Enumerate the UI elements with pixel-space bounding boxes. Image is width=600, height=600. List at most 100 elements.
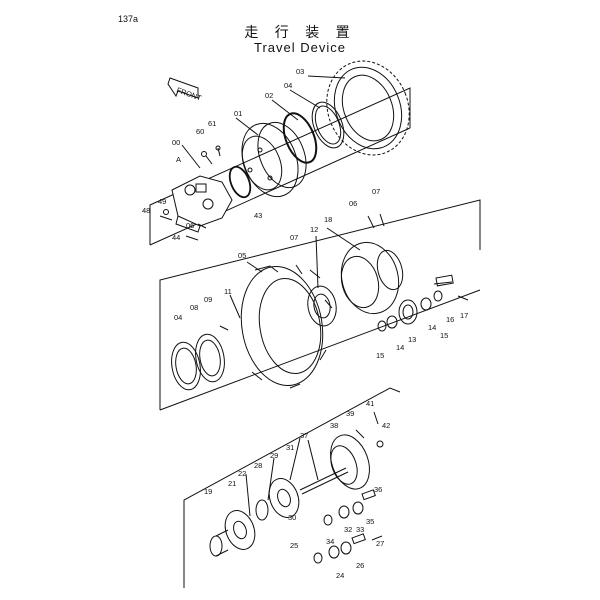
callout: 43 [254,211,262,220]
callout: 31 [286,443,294,452]
pin-26 [351,533,366,545]
callout: 48 [142,206,150,215]
pin-36 [361,489,376,501]
bolt-44 [185,235,199,241]
bearing-14b [420,297,432,311]
gear-28 [255,499,269,521]
bearing-14 [386,315,398,329]
callout: 61 [208,119,216,128]
callout: 33 [356,525,364,534]
planet-gear-13 [398,299,418,325]
group2-frame [159,199,481,410]
bolt-07 [295,264,303,275]
bolt-06 [367,215,375,229]
callout: 60 [196,127,204,136]
title-english: Travel Device [254,40,346,55]
callout: 22 [238,469,246,478]
callout: 17 [460,311,468,320]
callout: 36 [374,485,382,494]
bolt-09 [219,325,229,331]
washer-34 [323,514,333,526]
callout: 41 [366,399,374,408]
seal-ring-04 [311,101,345,149]
floating-seal-04 [171,341,201,391]
callout: 06 [186,221,194,230]
callout: 38 [330,421,338,430]
travel-motor-00 [171,175,233,233]
callout: 37 [300,431,308,440]
assembly-group-3 [183,387,401,588]
callout: 06 [349,199,357,208]
gear-33 [352,501,364,515]
callout: 27 [376,539,384,548]
callout: 00 [172,138,180,147]
group1-callouts: 03 04 02 01 61 60 00 A 49 48 43 06 44 [142,67,304,242]
callout: 07 [290,233,298,242]
group1-frame [149,87,411,245]
callout: 26 [356,561,364,570]
callout: 12 [310,225,318,234]
callout: 13 [408,335,416,344]
callout: 15 [440,331,448,340]
callout: 01 [234,109,242,118]
gear-12 [307,285,337,327]
callout: 09 [204,295,212,304]
bolt-41 [373,411,379,425]
gear-26 [340,541,352,555]
callout: 07 [372,187,380,196]
callout: 24 [336,571,344,580]
assembly-group-1: FRONT [149,60,411,246]
callout: 34 [326,537,334,546]
housing-01 [241,121,307,198]
callout: 44 [172,233,180,242]
front-arrow: FRONT [167,77,203,103]
sun-gear-19 [209,529,229,557]
callout: 03 [296,67,304,76]
callout: 04 [284,81,292,90]
washer-15 [377,320,387,332]
washer-25 [313,552,323,564]
callout: 25 [290,541,298,550]
callout: 30 [288,513,296,522]
bearing-24 [328,545,340,559]
callout: 15 [376,351,384,360]
title-native: 走 行 装 置 [244,25,356,41]
callout: 19 [204,487,212,496]
callout: 11 [224,287,232,296]
group2-frame-bottom [159,289,481,411]
washer-61 [217,147,221,157]
page-number: 137a [118,14,139,24]
carrier-29 [268,478,300,518]
callout: 42 [382,421,390,430]
callout: 16 [446,315,454,324]
bolt-48 [159,215,173,221]
callout: 28 [254,461,262,470]
callout: 29 [270,451,278,460]
bolt-07b [379,213,385,227]
bolt-39 [355,429,365,439]
pin-27 [371,535,383,541]
callout: 14 [428,323,436,332]
assembly-group-2 [159,199,481,411]
bolt-60 [205,155,213,165]
callout: 32 [344,525,352,534]
group3-frame [183,387,401,588]
carrier-21 [224,510,256,550]
callout: 08 [190,303,198,312]
callout: 35 [366,517,374,526]
callout: 04 [174,313,182,322]
pin-17 [457,295,469,301]
washer-15b [433,290,443,302]
washer-49 [163,209,169,215]
shaft-37 [299,467,347,491]
group3-callouts: 41 39 42 38 37 31 29 28 22 21 19 36 35 3… [204,399,390,580]
seal-ring-08 [195,333,225,383]
callout: 18 [324,215,332,224]
hub-18 [340,241,404,315]
plug-06 [197,223,207,229]
callout: A [176,155,181,164]
callout: 21 [228,479,236,488]
plug-42 [376,440,384,448]
o-ring-43 [228,165,252,199]
